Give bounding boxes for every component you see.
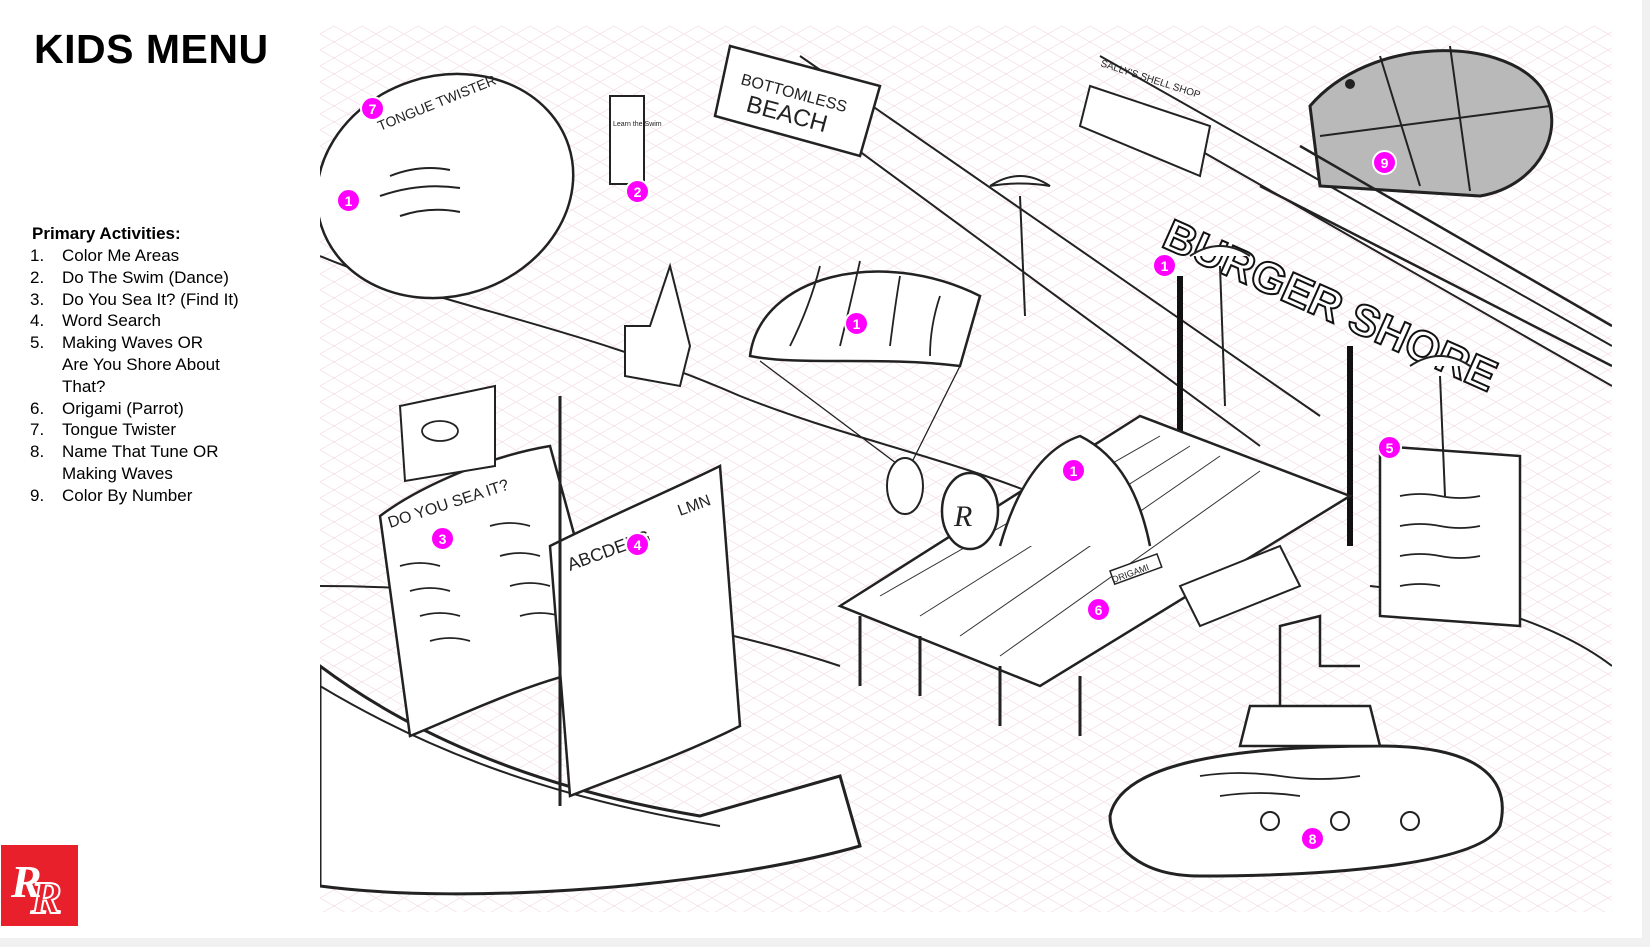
activity-marker-7: 7 bbox=[360, 96, 385, 121]
activity-marker-2: 2 bbox=[625, 179, 650, 204]
brand-logo: R R bbox=[1, 845, 78, 926]
activity-marker-5: 5 bbox=[1377, 435, 1402, 460]
list-item-text: Do You Sea It? (Find It) bbox=[62, 289, 239, 309]
list-item-number: 8. bbox=[30, 442, 45, 462]
activity-marker-6: 6 bbox=[1086, 597, 1111, 622]
list-item: 4. Word Search bbox=[30, 310, 310, 332]
submarine bbox=[1108, 614, 1504, 878]
activities-list: 1. Color Me Areas 2. Do The Swim (Dance) 3… bbox=[30, 245, 310, 507]
list-item-number: 2. bbox=[30, 267, 45, 287]
coloring-illustration: TONGUE TWISTER BOTTOMLESS BEACH BURGER S… bbox=[320, 26, 1612, 912]
wall-sign bbox=[1378, 444, 1522, 628]
whale bbox=[1259, 45, 1612, 368]
list-item-text: Origami (Parrot) bbox=[62, 398, 184, 418]
learn-swim-text: Learn the Swim bbox=[613, 121, 662, 128]
list-item-text: Making Waves OR Are You Shore About That… bbox=[62, 333, 220, 396]
list-item-text: Color By Number bbox=[62, 485, 193, 505]
list-item-text: Tongue Twister bbox=[62, 420, 177, 440]
activity-marker-1: 1 bbox=[1152, 253, 1177, 278]
sandcastle bbox=[624, 262, 692, 388]
activity-marker-1: 1 bbox=[1061, 458, 1086, 483]
activity-marker-9: 9 bbox=[1372, 150, 1397, 175]
list-item: 6. Origami (Parrot) bbox=[30, 398, 310, 420]
pirate-ship: DO YOU SEA IT? ABCDEFG LMN bbox=[320, 384, 862, 896]
list-item-number: 7. bbox=[30, 420, 45, 440]
logo-letter-r1: R bbox=[10, 856, 42, 907]
list-item: 9. Color By Number bbox=[30, 485, 310, 507]
illustration-svg: TONGUE TWISTER BOTTOMLESS BEACH BURGER S… bbox=[320, 26, 1612, 912]
list-item: 8. Name That Tune OR Making Waves bbox=[30, 441, 310, 485]
list-item-text: Color Me Areas bbox=[62, 246, 180, 265]
activities-heading: Primary Activities: bbox=[32, 224, 181, 243]
activity-marker-1: 1 bbox=[844, 311, 869, 336]
list-item-number: 5. bbox=[30, 333, 45, 353]
list-item-number: 3. bbox=[30, 289, 45, 309]
activity-marker-3: 3 bbox=[430, 526, 455, 551]
list-item-number: 1. bbox=[30, 246, 45, 265]
activity-marker-4: 4 bbox=[625, 532, 650, 557]
list-item-text: Name That Tune OR Making Waves bbox=[62, 442, 219, 483]
list-item-text: Word Search bbox=[62, 311, 161, 331]
beach-banner: BOTTOMLESS BEACH bbox=[713, 44, 882, 158]
logo-letter-r2: R bbox=[30, 872, 62, 923]
activity-marker-8: 8 bbox=[1300, 826, 1325, 851]
page-title: KIDS MENU bbox=[34, 26, 269, 72]
pier bbox=[1178, 544, 1302, 628]
list-item-number: 4. bbox=[30, 311, 45, 331]
list-item-number: 9. bbox=[30, 485, 45, 505]
list-item-number: 6. bbox=[30, 398, 45, 418]
activity-marker-1: 1 bbox=[336, 188, 361, 213]
learn-swim-sign: Learn the Swim bbox=[609, 95, 662, 185]
stage: R ORIGAMI bbox=[837, 414, 1353, 736]
palm-trees bbox=[989, 175, 1471, 497]
sail-word-search bbox=[548, 464, 742, 798]
list-item-text: Do The Swim (Dance) bbox=[62, 267, 229, 287]
list-item: 7. Tongue Twister bbox=[30, 419, 310, 441]
list-item: 2. Do The Swim (Dance) bbox=[30, 267, 310, 289]
list-item: 3. Do You Sea It? (Find It) bbox=[30, 289, 310, 311]
list-item: 5. Making Waves OR Are You Shore About Th… bbox=[30, 332, 310, 397]
svg-text:R: R bbox=[953, 500, 972, 533]
list-item: 1. Color Me Areas bbox=[30, 245, 310, 267]
